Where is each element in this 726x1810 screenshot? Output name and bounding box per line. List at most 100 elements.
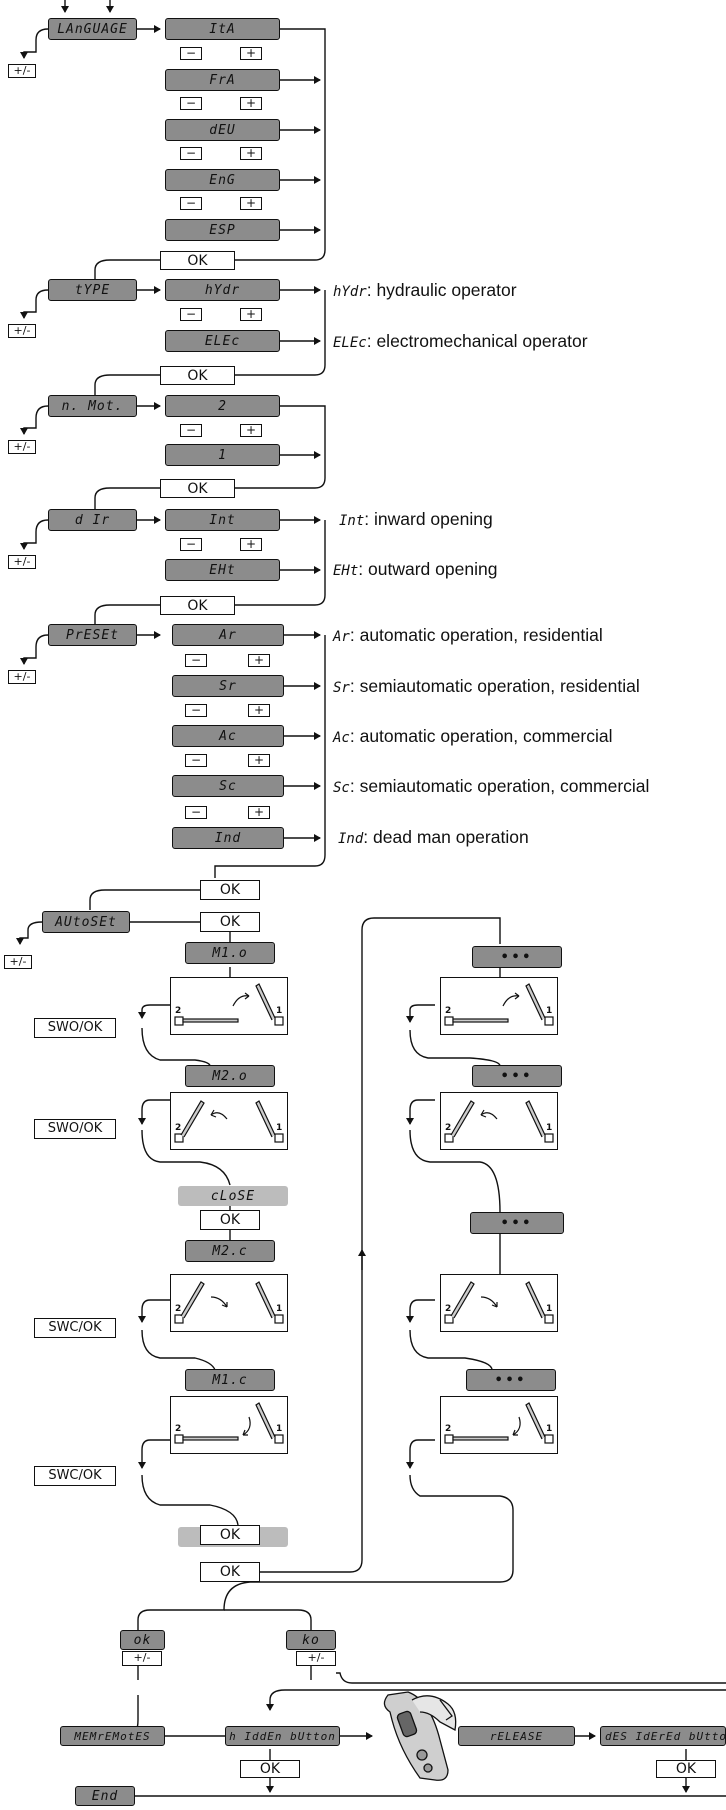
description-int: Int: inward opening <box>339 509 493 529</box>
plus-minus-button[interactable]: +/- <box>8 555 36 569</box>
step-ellipsis: ••• <box>466 1369 556 1391</box>
minus-button[interactable]: − <box>180 424 202 437</box>
ok-button[interactable]: OK <box>240 1760 300 1778</box>
description-sr: Sr: semiautomatic operation, residential <box>333 676 640 696</box>
step-m1-open: M1.o <box>185 942 275 964</box>
step-m2-close: M2.c <box>185 1240 275 1262</box>
preset-option-ind: Ind <box>172 827 284 849</box>
plus-minus-button[interactable]: +/- <box>8 64 36 78</box>
ok-button[interactable]: OK <box>200 1562 260 1582</box>
gate-panel: 2 1 <box>170 1274 288 1332</box>
description-ac: Ac: automatic operation, commercial <box>333 726 613 746</box>
language-option-esp: ESP <box>165 219 280 241</box>
plus-minus-button[interactable]: +/- <box>122 1651 162 1666</box>
preset-option-sc: Sc <box>172 775 284 797</box>
minus-button[interactable]: − <box>180 147 202 160</box>
plus-button[interactable]: + <box>248 806 270 819</box>
plus-button[interactable]: + <box>240 97 262 110</box>
swo-ok-label: SWO/OK <box>34 1018 116 1038</box>
minus-button[interactable]: − <box>180 538 202 551</box>
result-ok: ok <box>120 1630 165 1650</box>
description-elec: ELEc: electromechanical operator <box>333 331 588 351</box>
preset-option-ac: Ac <box>172 725 284 747</box>
minus-button[interactable]: − <box>185 704 207 717</box>
swc-ok-label: SWC/OK <box>34 1318 116 1338</box>
plus-minus-button[interactable]: +/- <box>4 955 32 969</box>
display-release: rELEASE <box>458 1726 575 1746</box>
ok-button[interactable]: OK <box>200 912 260 932</box>
gate-panel: 2 1 <box>440 1274 558 1332</box>
ok-button[interactable]: OK <box>160 366 235 385</box>
result-ko: ko <box>286 1630 336 1650</box>
plus-button[interactable]: + <box>240 147 262 160</box>
menu-direction: d Ir <box>48 509 137 531</box>
plus-button[interactable]: + <box>248 704 270 717</box>
ok-button[interactable]: OK <box>656 1760 716 1778</box>
plus-button[interactable]: + <box>240 197 262 210</box>
language-option-deu: dEU <box>165 119 280 141</box>
swo-ok-label: SWO/OK <box>34 1119 116 1139</box>
language-option-eng: EnG <box>165 169 280 191</box>
language-option-ita: ItA <box>165 18 280 40</box>
step-close: cLoSE <box>178 1186 288 1206</box>
step-ellipsis: ••• <box>472 1065 562 1087</box>
plus-button[interactable]: + <box>240 538 262 551</box>
gate-panel: 2 1 <box>440 977 558 1035</box>
minus-button[interactable]: − <box>185 806 207 819</box>
display-desidered-button: dES IdErEd bUtton <box>600 1726 726 1746</box>
menu-type: tYPE <box>48 279 137 301</box>
gate-panel: 2 1 <box>170 977 288 1035</box>
step-m2-open: M2.o <box>185 1065 275 1087</box>
gate-panel: 2 1 <box>440 1092 558 1150</box>
step-m1-close: M1.c <box>185 1369 275 1391</box>
plus-minus-button[interactable]: +/- <box>8 440 36 454</box>
plus-button[interactable]: + <box>248 654 270 667</box>
remote-control-illustration <box>383 1691 457 1781</box>
connection-lines <box>16 0 726 1797</box>
type-option-elec: ELEc <box>165 330 280 352</box>
ok-button[interactable]: OK <box>200 880 260 900</box>
type-option-hydr: hYdr <box>165 279 280 301</box>
description-ar: Ar: automatic operation, residential <box>333 625 603 645</box>
step-ellipsis: ••• <box>470 1212 564 1234</box>
ok-button[interactable]: OK <box>160 596 235 615</box>
step-ellipsis: ••• <box>472 946 562 968</box>
motor-option-1: 1 <box>165 444 280 466</box>
minus-button[interactable]: − <box>180 197 202 210</box>
description-ind: Ind: dead man operation <box>338 827 529 847</box>
menu-preset: PrESEt <box>48 624 137 646</box>
display-end: End <box>75 1786 135 1806</box>
direction-option-int: Int <box>165 509 280 531</box>
display-memremotes: MEMrEMotES <box>60 1726 165 1746</box>
plus-minus-button[interactable]: +/- <box>8 324 36 338</box>
display-hidden-button: h IddEn bUtton <box>225 1726 340 1746</box>
plus-button[interactable]: + <box>240 47 262 60</box>
ok-button[interactable]: OK <box>160 479 235 498</box>
menu-language: LAnGUAGE <box>48 18 137 40</box>
menu-motor-number: n. Mot. <box>48 395 137 417</box>
description-eht: EHt: outward opening <box>333 559 498 579</box>
ok-button[interactable]: OK <box>200 1210 260 1230</box>
gate-panel: 2 1 <box>440 1396 558 1454</box>
menu-autoset: AUtoSEt <box>42 911 130 933</box>
ok-button[interactable]: OK <box>200 1525 260 1545</box>
preset-option-sr: Sr <box>172 675 284 697</box>
plus-button[interactable]: + <box>240 424 262 437</box>
minus-button[interactable]: − <box>180 97 202 110</box>
minus-button[interactable]: − <box>185 754 207 767</box>
preset-option-ar: Ar <box>172 624 284 646</box>
plus-minus-button[interactable]: +/- <box>8 670 36 684</box>
minus-button[interactable]: − <box>180 47 202 60</box>
plus-button[interactable]: + <box>248 754 270 767</box>
ok-button[interactable]: OK <box>160 251 235 270</box>
plus-button[interactable]: + <box>240 308 262 321</box>
description-hydr: hYdr: hydraulic operator <box>333 280 517 300</box>
swc-ok-label: SWC/OK <box>34 1466 116 1486</box>
plus-minus-button[interactable]: +/- <box>296 1651 336 1666</box>
direction-option-eht: EHt <box>165 559 280 581</box>
minus-button[interactable]: − <box>180 308 202 321</box>
description-sc: Sc: semiautomatic operation, commercial <box>333 776 650 796</box>
minus-button[interactable]: − <box>185 654 207 667</box>
motor-option-2: 2 <box>165 395 280 417</box>
